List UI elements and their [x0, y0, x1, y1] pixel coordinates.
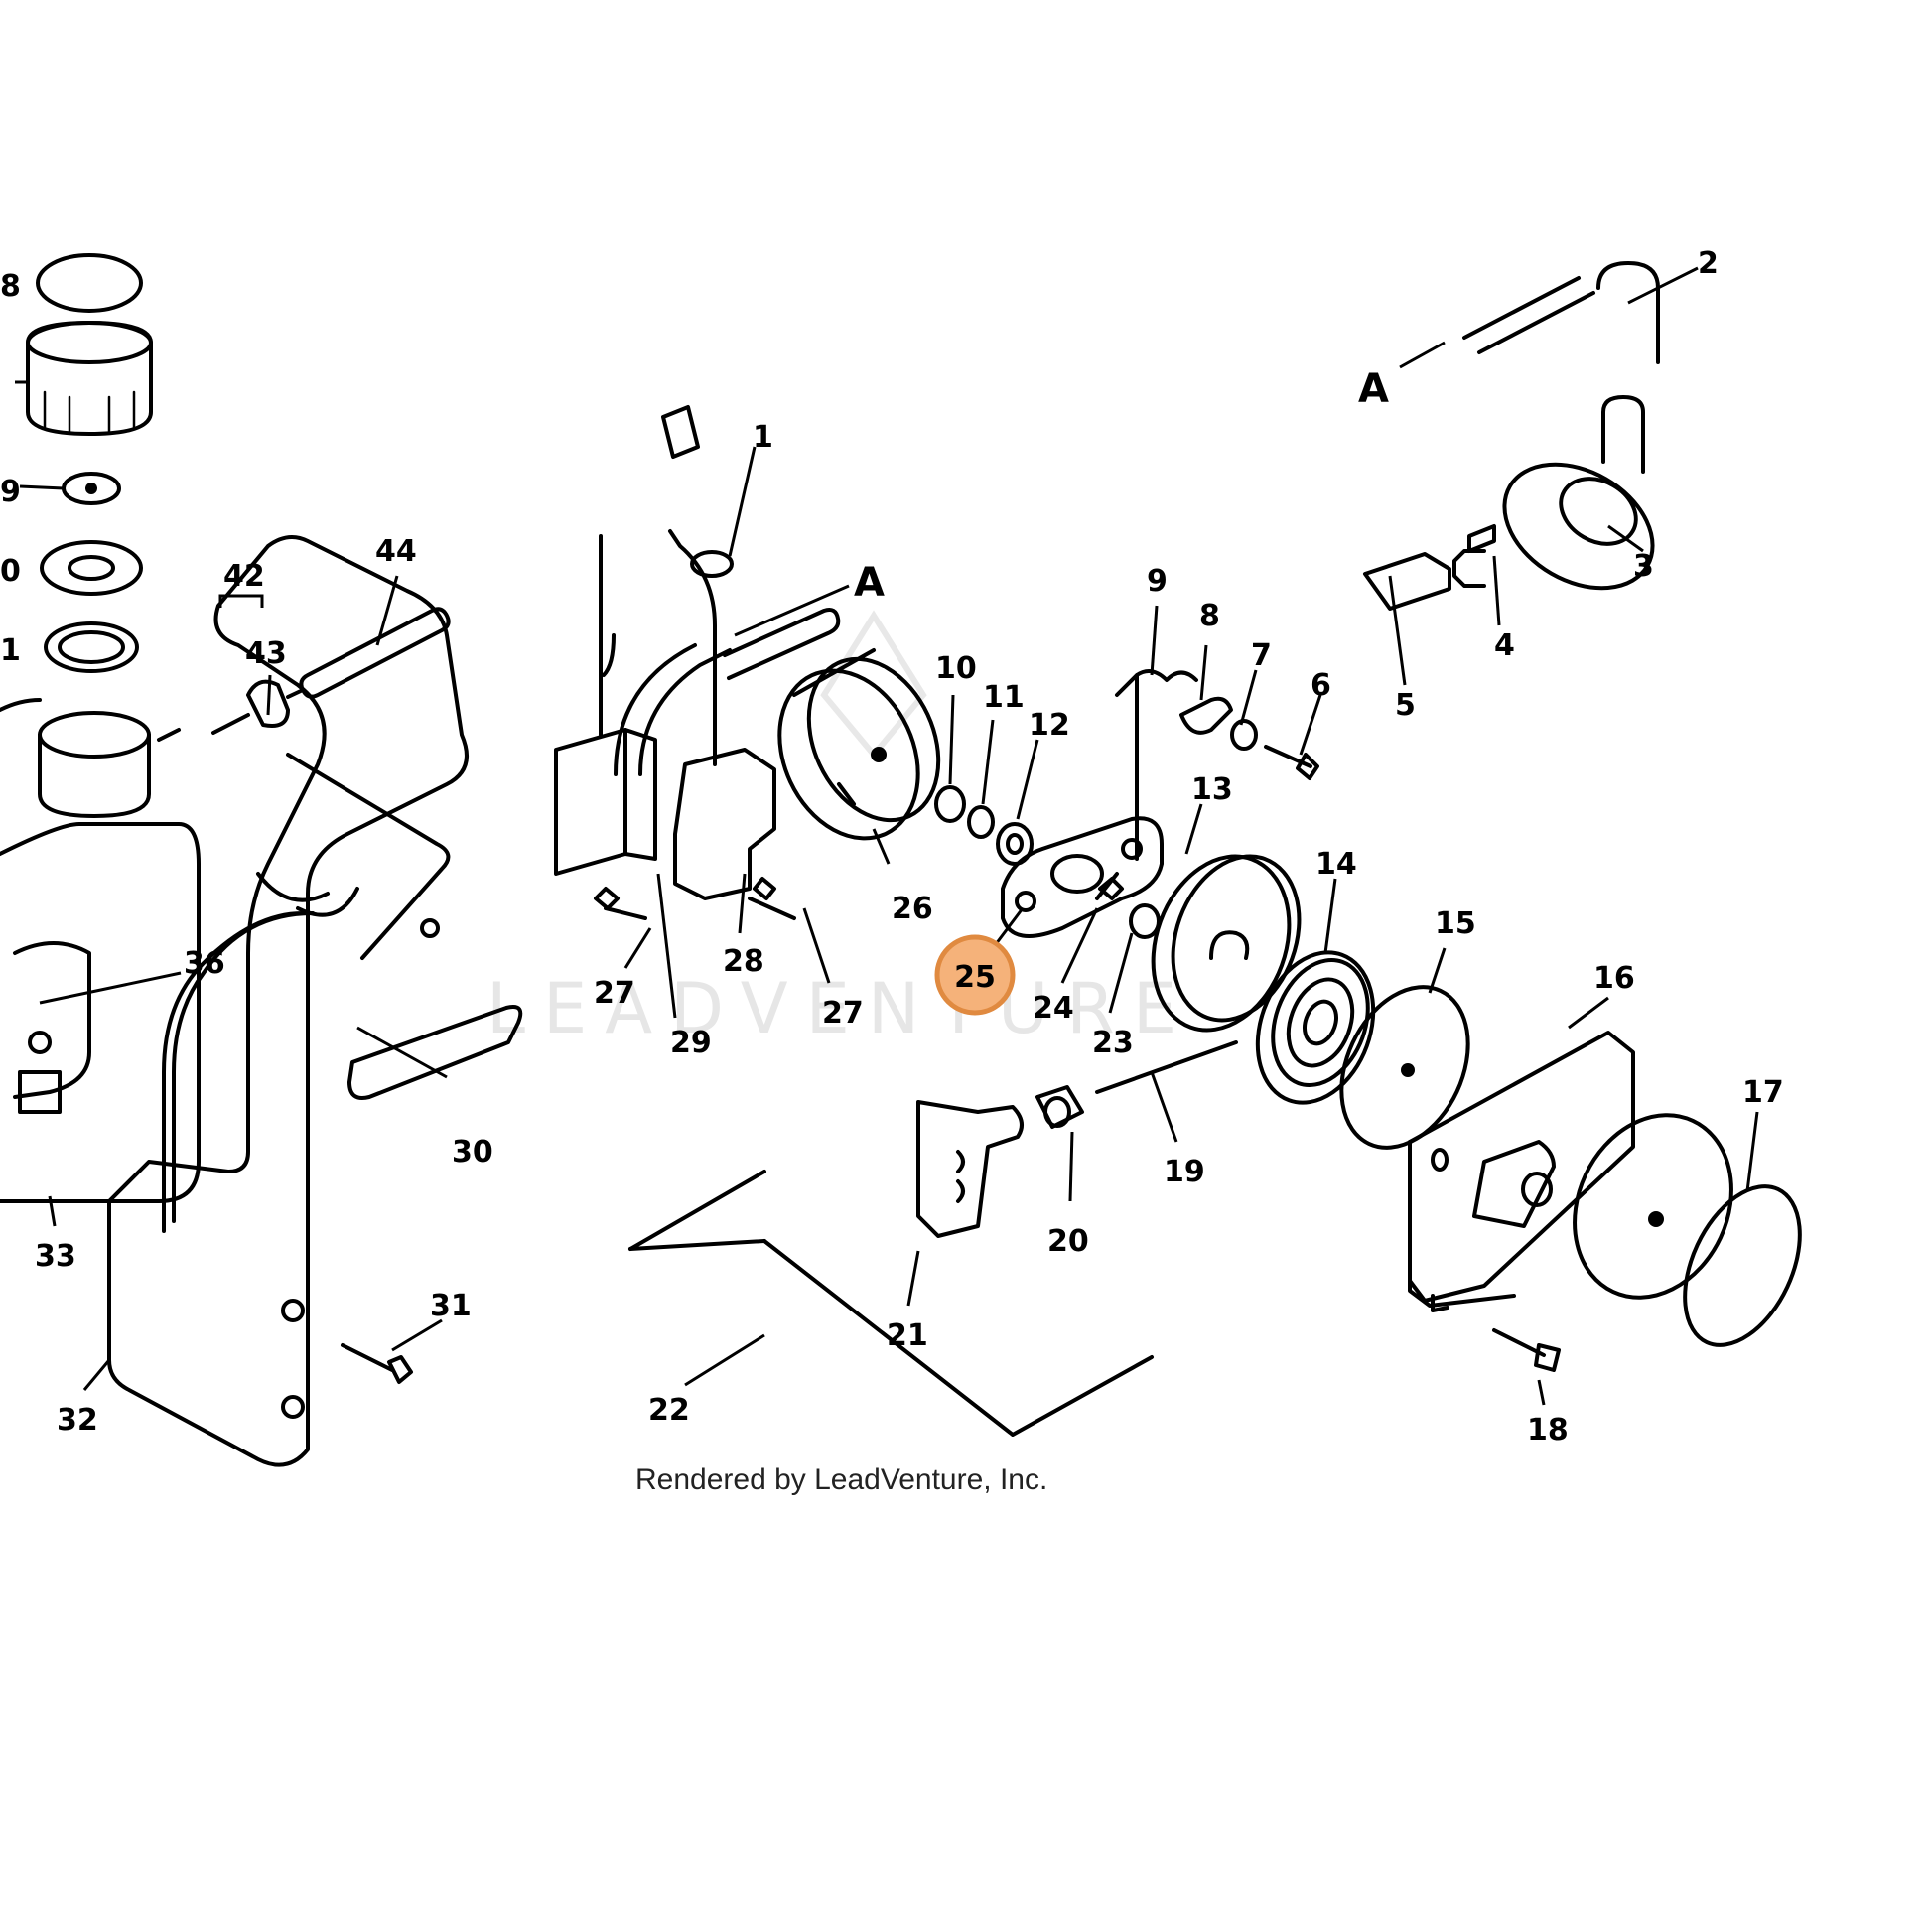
callout-31: 31: [430, 1289, 472, 1323]
callout-44: 44: [375, 534, 417, 569]
fuel-tank: [0, 698, 201, 1203]
render-credit: Rendered by LeadVenture, Inc.: [635, 1463, 1047, 1496]
callout-16: 16: [1593, 961, 1635, 996]
callout-36: 36: [184, 946, 225, 981]
fuel-fitting-parts: [211, 594, 451, 735]
highlight-circle: [934, 934, 1016, 1016]
callout-27-left: 27: [594, 976, 635, 1011]
callout-15: 15: [1435, 906, 1476, 941]
callout-20: 20: [1047, 1224, 1089, 1259]
flywheel: [777, 648, 941, 841]
callout-27-right: 27: [822, 996, 864, 1031]
callout-2: 2: [1698, 246, 1719, 281]
callout-42: 42: [223, 559, 265, 594]
callout-3: 3: [1633, 549, 1654, 584]
callout-4: 4: [1494, 628, 1515, 663]
callout-8: 8: [1199, 599, 1220, 633]
callout-25: 25: [954, 960, 996, 995]
callout-18: 18: [1527, 1413, 1569, 1448]
callout-29: 29: [670, 1026, 712, 1060]
callout-10: 10: [935, 651, 977, 686]
reference-a-right: A: [1358, 366, 1389, 412]
engine-cover: [107, 535, 523, 1467]
primer-parts: [1363, 261, 1660, 611]
callout-7: 7: [1251, 638, 1272, 673]
callout-28: 28: [723, 944, 764, 979]
recoil-spring: [1255, 950, 1376, 1105]
callout-17: 17: [1742, 1075, 1784, 1110]
callout-26: 26: [892, 892, 933, 926]
callout-14: 14: [1315, 847, 1357, 882]
starter-housing: [1408, 1031, 1733, 1312]
callout-11: 11: [983, 680, 1025, 715]
cover-plate: [1339, 985, 1470, 1150]
bracket: [628, 1170, 1154, 1437]
callout-5: 5: [1395, 688, 1416, 723]
callout-6: 6: [1311, 668, 1331, 703]
callout-13: 13: [1191, 772, 1233, 807]
pawl-parts: [1115, 669, 1319, 861]
fuel-cap-parts: [15, 253, 153, 673]
callout-24: 24: [1033, 991, 1074, 1026]
callout-12: 12: [1029, 708, 1070, 743]
leader-lines: [39, 266, 1759, 1406]
gasket-plate: [1001, 816, 1164, 938]
callout-9: 9: [1147, 564, 1168, 599]
callout-22: 22: [648, 1393, 690, 1428]
washers: [934, 785, 1034, 866]
callout-21: 21: [887, 1318, 928, 1353]
housing-bolt: [1492, 1328, 1561, 1372]
callouts: 1 2 3 4 5 6 7 8 9 10 11 12 13 14 15 16 1…: [0, 246, 1784, 1448]
callout-41-cut: 1: [0, 633, 21, 668]
bolts: [341, 1343, 413, 1384]
callout-43: 43: [245, 636, 287, 671]
housing-gasket: [1683, 1184, 1802, 1347]
reference-a-left: A: [854, 560, 885, 606]
callout-19: 19: [1164, 1155, 1205, 1189]
callout-1: 1: [753, 420, 773, 455]
callout-33: 33: [35, 1239, 76, 1274]
callout-39-cut: 9: [0, 475, 21, 509]
starter-handle-parts: [916, 1040, 1238, 1238]
callout-38-cut: 8: [0, 269, 21, 304]
highlighted-callout-25[interactable]: 25: [934, 934, 1016, 1016]
ignition-assembly: [554, 405, 841, 920]
callout-30: 30: [452, 1135, 493, 1170]
callout-23: 23: [1092, 1026, 1134, 1060]
callout-32: 32: [57, 1403, 98, 1438]
callout-40-cut: 0: [0, 554, 21, 589]
starter-pulley: [1151, 854, 1302, 1033]
